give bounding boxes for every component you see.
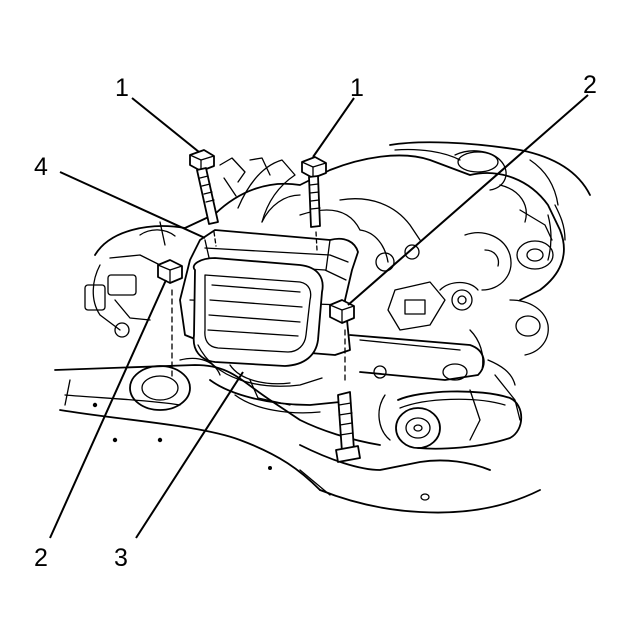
mount-stud xyxy=(335,391,361,463)
nut-2-left xyxy=(157,259,183,381)
nut-2-right xyxy=(329,299,355,381)
callout-2-bottom: 2 xyxy=(34,544,48,572)
bolt-1-left xyxy=(189,149,219,247)
callout-1-left: 1 xyxy=(115,74,129,102)
callout-4: 4 xyxy=(34,153,48,181)
callout-1-right: 1 xyxy=(350,74,364,102)
leader-lines xyxy=(49,94,589,539)
transmission-mount xyxy=(192,257,324,387)
callout-3: 3 xyxy=(114,544,128,572)
callout-2-top: 2 xyxy=(583,71,597,99)
bolt-1-right xyxy=(301,156,327,251)
